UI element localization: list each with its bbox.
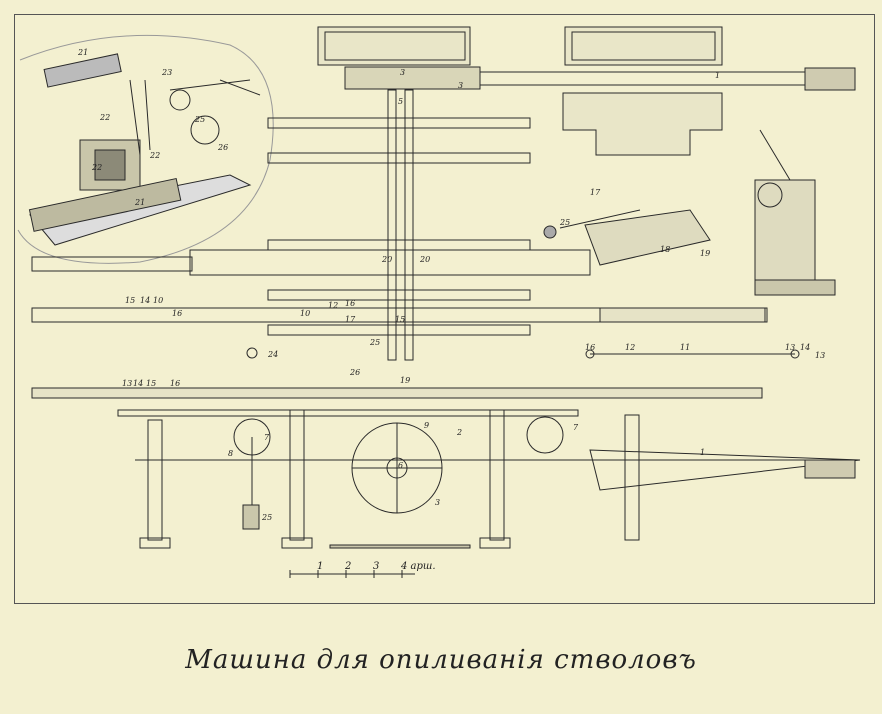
scale-bar [289, 570, 415, 578]
side-machine-sketch [754, 129, 836, 296]
small-machine-sketch [543, 209, 711, 266]
elevation-view [31, 387, 861, 549]
part-number-rod-detail: 13 [815, 351, 825, 360]
part-number-elevation: 15 [146, 379, 156, 388]
scale-unit: 4 арш. [401, 561, 436, 572]
part-number-elevation: 14 [133, 379, 143, 388]
part-number-center-post: 5 [398, 97, 403, 106]
part-number-elevation: 25 [261, 513, 272, 522]
part-number-middle-plan: 15 [125, 296, 135, 305]
part-number-upper-plan: 20 [419, 255, 430, 264]
plate-caption: Машина для опиливанія стволовъ [185, 645, 697, 675]
part-number-sketch-perspective: 22 [99, 113, 110, 122]
perspective-sketch [17, 34, 274, 264]
part-number-top-clamp: 1 [715, 71, 720, 80]
part-number-sketch-perspective: 23 [161, 68, 172, 77]
part-number-small-machine: 17 [590, 188, 601, 197]
part-number-elevation: 2 [456, 428, 462, 437]
scale-tick-3: 3 [373, 561, 380, 572]
part-number-middle-plan: 25 [369, 338, 380, 347]
rod-detail [585, 349, 800, 359]
part-number-small-machine: 18 [660, 245, 670, 254]
part-number-elevation: 9 [424, 421, 429, 430]
part-number-elevation: 19 [400, 376, 410, 385]
part-number-middle-plan: 10 [153, 296, 163, 305]
part-number-sketch-perspective: 22 [91, 163, 102, 172]
part-number-rod-detail: 11 [680, 343, 690, 352]
part-number-rod-detail: 16 [585, 343, 595, 352]
part-number-sketch-perspective: 21 [77, 48, 88, 57]
part-number-sketch-perspective: 26 [217, 143, 228, 152]
part-number-small-machine: 19 [700, 249, 710, 258]
part-number-sketch-perspective: 22 [149, 151, 160, 160]
plan-view [31, 89, 768, 361]
part-number-middle-plan: 10 [300, 309, 310, 318]
scale-tick-1: 1 [317, 561, 324, 572]
part-number-rod-detail: 12 [625, 343, 635, 352]
part-number-rod-detail: 13 [785, 343, 795, 352]
top-clamp-plates [317, 26, 856, 156]
part-number-rod-detail: 14 [800, 343, 810, 352]
part-number-elevation: 13 [122, 379, 132, 388]
part-number-middle-plan: 16 [345, 299, 355, 308]
part-number-elevation: 26 [349, 368, 360, 377]
part-number-small-machine: 25 [559, 218, 570, 227]
part-number-middle-plan: 17 [345, 315, 356, 324]
part-number-elevation: 8 [228, 449, 233, 458]
part-number-top-clamp: 3 [458, 81, 463, 90]
part-number-elevation: 16 [170, 379, 180, 388]
part-number-middle-plan: 24 [267, 350, 278, 359]
part-number-top-clamp: 3 [400, 68, 405, 77]
plate-border [14, 14, 875, 604]
part-number-elevation: 7 [573, 423, 579, 432]
part-number-middle-plan: 12 [328, 301, 338, 310]
part-number-upper-plan: 20 [381, 255, 392, 264]
part-number-sketch-perspective: 25 [194, 115, 205, 124]
part-number-elevation: 6 [398, 461, 403, 470]
part-number-sketch-perspective: 21 [134, 198, 145, 207]
part-number-elevation: 7 [264, 433, 270, 442]
scale-tick-2: 2 [345, 561, 352, 572]
part-number-middle-plan: 16 [172, 309, 182, 318]
part-number-elevation: 1 [700, 448, 705, 457]
part-number-middle-plan: 15 [395, 315, 405, 324]
part-number-elevation: 3 [435, 498, 440, 507]
part-number-middle-plan: 14 [140, 296, 150, 305]
